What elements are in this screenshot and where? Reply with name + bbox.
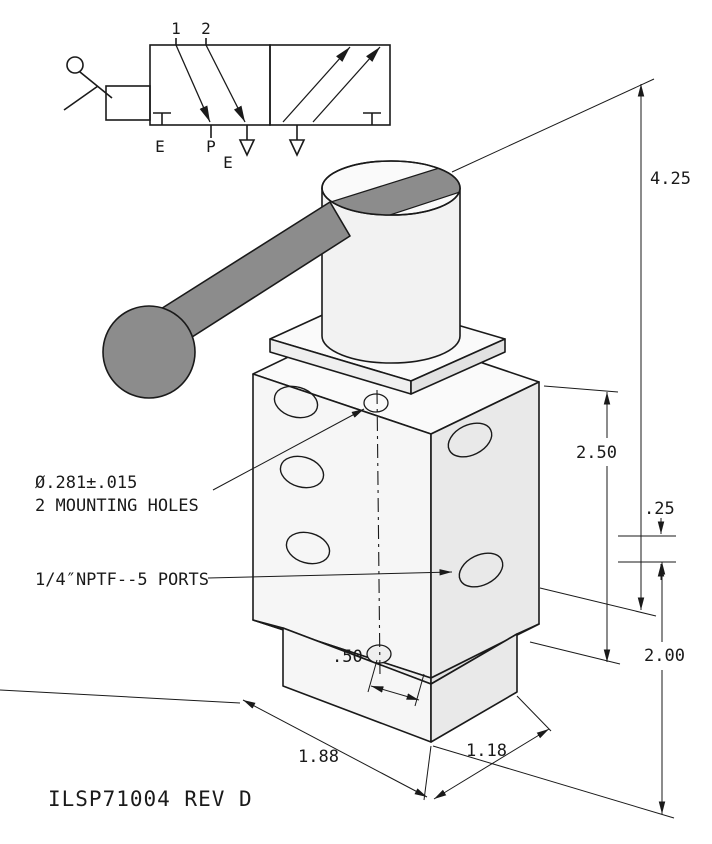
schematic-port-label-e-exhaust: E (223, 153, 233, 172)
pneumatic-schematic (63, 38, 391, 157)
dimension-label-hole-offset: .50 (332, 647, 363, 667)
extension-line (516, 695, 552, 732)
schematic-flow-line (312, 46, 381, 123)
dimension-label-body-height: 2.50 (576, 443, 617, 463)
port-hole (458, 552, 504, 588)
extension-line (543, 385, 619, 393)
dimension-line (242, 699, 428, 798)
schematic-port-label-e-left: E (155, 137, 165, 156)
note-hole-spec: Ø.281±.015 (35, 473, 137, 493)
leader-mounting-holes (212, 408, 365, 491)
extension-line (451, 78, 655, 173)
dimension-overall-height (451, 78, 657, 617)
mounting-hole-centerline (376, 389, 381, 677)
schematic-position-box-right (269, 44, 391, 126)
dimension-top-offset (618, 518, 676, 580)
dimension-label-base-height: 2.00 (644, 646, 685, 666)
extension-line (539, 587, 657, 617)
mounting-hole-top (363, 393, 389, 413)
dimension-label-body-depth: 1.18 (466, 741, 507, 761)
dimension-body-depth (433, 695, 552, 800)
plate-right-face (410, 338, 506, 395)
lever-stripe (322, 163, 460, 215)
dimension-label-top-offset: .25 (644, 499, 675, 519)
schematic-port-label-2: 2 (201, 19, 211, 38)
dimension-line (433, 728, 550, 800)
lever-fulcrum-symbol (63, 85, 99, 111)
schematic-blocked-port-icon (153, 112, 171, 125)
cylinder-cap-outline (321, 160, 461, 216)
schematic-blocked-port-icon (363, 112, 381, 125)
leader-ports (207, 569, 453, 579)
note-mounting-holes: 2 MOUNTING HOLES (35, 496, 199, 516)
port-hole (279, 455, 325, 489)
dimension-lines (0, 78, 676, 819)
lever-arm-symbol (79, 71, 113, 99)
schematic-flow-line (282, 46, 351, 123)
dimension-body-height (529, 385, 621, 665)
dimension-line (370, 685, 420, 701)
schematic-flow-line (205, 44, 246, 123)
schematic-flow-line (175, 44, 211, 123)
extension-line (367, 659, 378, 693)
lever-roller-icon (66, 56, 84, 74)
schematic-port-label-p: P (206, 137, 216, 156)
mounting-hole-bottom (366, 644, 392, 664)
port-hole (273, 385, 319, 419)
extension-line (0, 689, 241, 704)
dimension-label-body-width: 1.88 (298, 747, 339, 767)
dimension-label-overall-height: 4.25 (650, 169, 691, 189)
schematic-port-label-1: 1 (171, 19, 181, 38)
lever-actuator-box (105, 85, 151, 121)
valve-isometric-view (102, 160, 540, 743)
part-number: ILSP71004 REV D (48, 787, 253, 811)
port-hole (285, 531, 331, 565)
note-ports: 1/4″NPTF--5 PORTS (35, 570, 209, 590)
exhaust-triangle-icon (288, 139, 306, 157)
lever-ball-knob (102, 305, 196, 399)
base-right-face (430, 633, 518, 743)
dimension-body-width (0, 689, 432, 801)
exhaust-triangle-icon (238, 139, 256, 157)
cylinder-side (321, 188, 461, 364)
port-hole (447, 422, 493, 458)
